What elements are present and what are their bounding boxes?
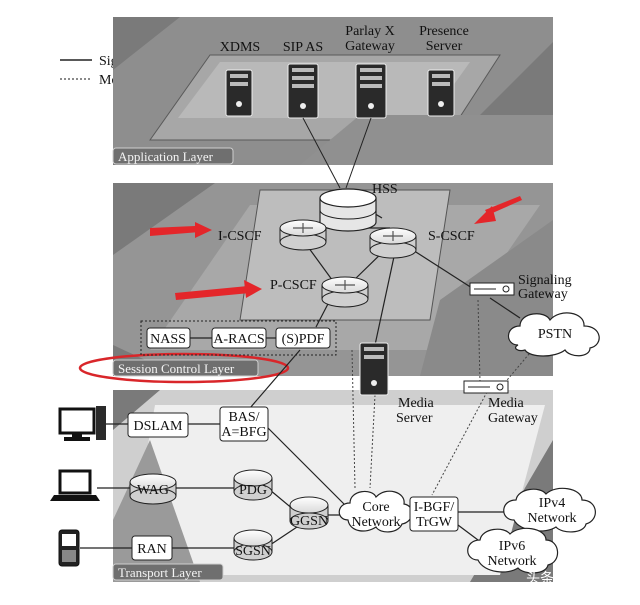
ipv6-cloud-icon bbox=[467, 527, 559, 574]
parlay-x-label-2: Gateway bbox=[345, 39, 395, 54]
core-network-cloud-icon bbox=[338, 490, 413, 533]
media-server-label-2: Server bbox=[396, 411, 433, 426]
session-layer-highlight-ellipse bbox=[78, 352, 290, 384]
core-network-label-1: Core bbox=[362, 500, 389, 515]
ipv6-label-1: IPv6 bbox=[499, 539, 525, 554]
ibgf-box bbox=[409, 496, 459, 532]
dslam-label: DSLAM bbox=[133, 419, 183, 434]
spdf-box bbox=[275, 327, 331, 349]
presence-label-2: Server bbox=[426, 39, 463, 54]
bas-label-2: A=BFG bbox=[221, 425, 266, 440]
ran-box bbox=[131, 535, 173, 561]
ggsn-label: GGSN bbox=[290, 514, 328, 529]
ibgf-label-1: I-BGF/ bbox=[414, 500, 455, 515]
presence-server-icon bbox=[427, 69, 455, 117]
session-layer-tag bbox=[112, 359, 259, 377]
scscf-router-icon bbox=[369, 227, 417, 259]
sip-as-label: SIP AS bbox=[283, 40, 323, 55]
ipv4-cloud-icon bbox=[503, 487, 596, 533]
nass-racs-group: NASS A-RACS (S)PDF bbox=[140, 320, 337, 356]
application-layer-label: Application Layer bbox=[118, 149, 214, 164]
aracs-label: A-RACS bbox=[213, 332, 264, 347]
pstn-cloud-icon bbox=[507, 312, 600, 357]
pdg-label: PDG bbox=[239, 483, 267, 498]
media-server-label-1: Media bbox=[398, 396, 435, 411]
parlay-x-label-1: Parlay X bbox=[345, 24, 394, 39]
media-gateway-label-2: Gateway bbox=[488, 411, 538, 426]
nass-label: NASS bbox=[150, 332, 186, 347]
transport-layer-tag bbox=[112, 563, 224, 581]
pcscf-router-icon bbox=[321, 276, 369, 308]
media-server-icon bbox=[359, 342, 389, 396]
parlay-x-server-icon bbox=[355, 63, 387, 119]
app-servers: XDMS SIP AS Parlay X Gateway Presence Se… bbox=[220, 24, 469, 119]
nass-box bbox=[146, 327, 191, 349]
red-arrow-pcscf bbox=[175, 286, 250, 300]
hss-label: HSS bbox=[372, 182, 398, 197]
ibgf-label-2: TrGW bbox=[416, 515, 453, 530]
application-layer-tag bbox=[112, 147, 234, 165]
media-gateway-icon bbox=[463, 380, 509, 394]
ipv4-label-1: IPv4 bbox=[539, 496, 565, 511]
pdg-router-icon bbox=[233, 469, 273, 501]
bas-label-1: BAS/ bbox=[228, 410, 259, 425]
mobile-phone-icon bbox=[58, 529, 80, 567]
bas-box bbox=[219, 406, 269, 442]
watermark-text: 头条 @Asterisk bbox=[526, 570, 623, 586]
pcscf-label: P-CSCF bbox=[270, 278, 317, 293]
xdms-label: XDMS bbox=[220, 40, 260, 55]
xdms-server-icon bbox=[225, 69, 253, 117]
desktop-computer-icon bbox=[58, 406, 106, 441]
core-network-label-2: Network bbox=[352, 515, 401, 530]
session-layer-label: Session Control Layer bbox=[118, 361, 235, 376]
ran-label: RAN bbox=[137, 542, 167, 557]
spdf-label: (S)PDF bbox=[282, 332, 325, 347]
wag-router-icon bbox=[129, 473, 177, 505]
wag-label: WAG bbox=[137, 483, 169, 498]
laptop-icon bbox=[50, 469, 100, 501]
sgsn-router-icon bbox=[233, 529, 273, 561]
sgsn-label: SGSN bbox=[235, 544, 271, 559]
scscf-label: S-CSCF bbox=[428, 229, 475, 244]
media-gateway-label-1: Media bbox=[488, 396, 525, 411]
sip-as-server-icon bbox=[287, 63, 319, 119]
signaling-gateway-label-1: Signaling bbox=[518, 273, 572, 288]
signaling-gateway-icon bbox=[469, 282, 515, 296]
presence-label-1: Presence bbox=[419, 24, 469, 39]
icscf-label: I-CSCF bbox=[218, 229, 262, 244]
red-annotation-arrows bbox=[150, 196, 522, 300]
dslam-box bbox=[127, 412, 189, 438]
red-arrow-icscf bbox=[150, 226, 200, 236]
pstn-label: PSTN bbox=[538, 327, 572, 342]
icscf-router-icon bbox=[279, 219, 327, 251]
ipv6-label-2: Network bbox=[488, 554, 537, 569]
transport-layer-label: Transport Layer bbox=[118, 565, 202, 580]
signaling-gateway-label-2: Gateway bbox=[518, 287, 568, 302]
ggsn-router-icon bbox=[289, 496, 329, 530]
ipv4-label-2: Network bbox=[528, 511, 577, 526]
aracs-box bbox=[211, 327, 267, 349]
red-arrow-scscf bbox=[485, 196, 522, 215]
hss-database-icon bbox=[319, 188, 377, 232]
application-layer: Application Layer bbox=[112, 17, 553, 165]
